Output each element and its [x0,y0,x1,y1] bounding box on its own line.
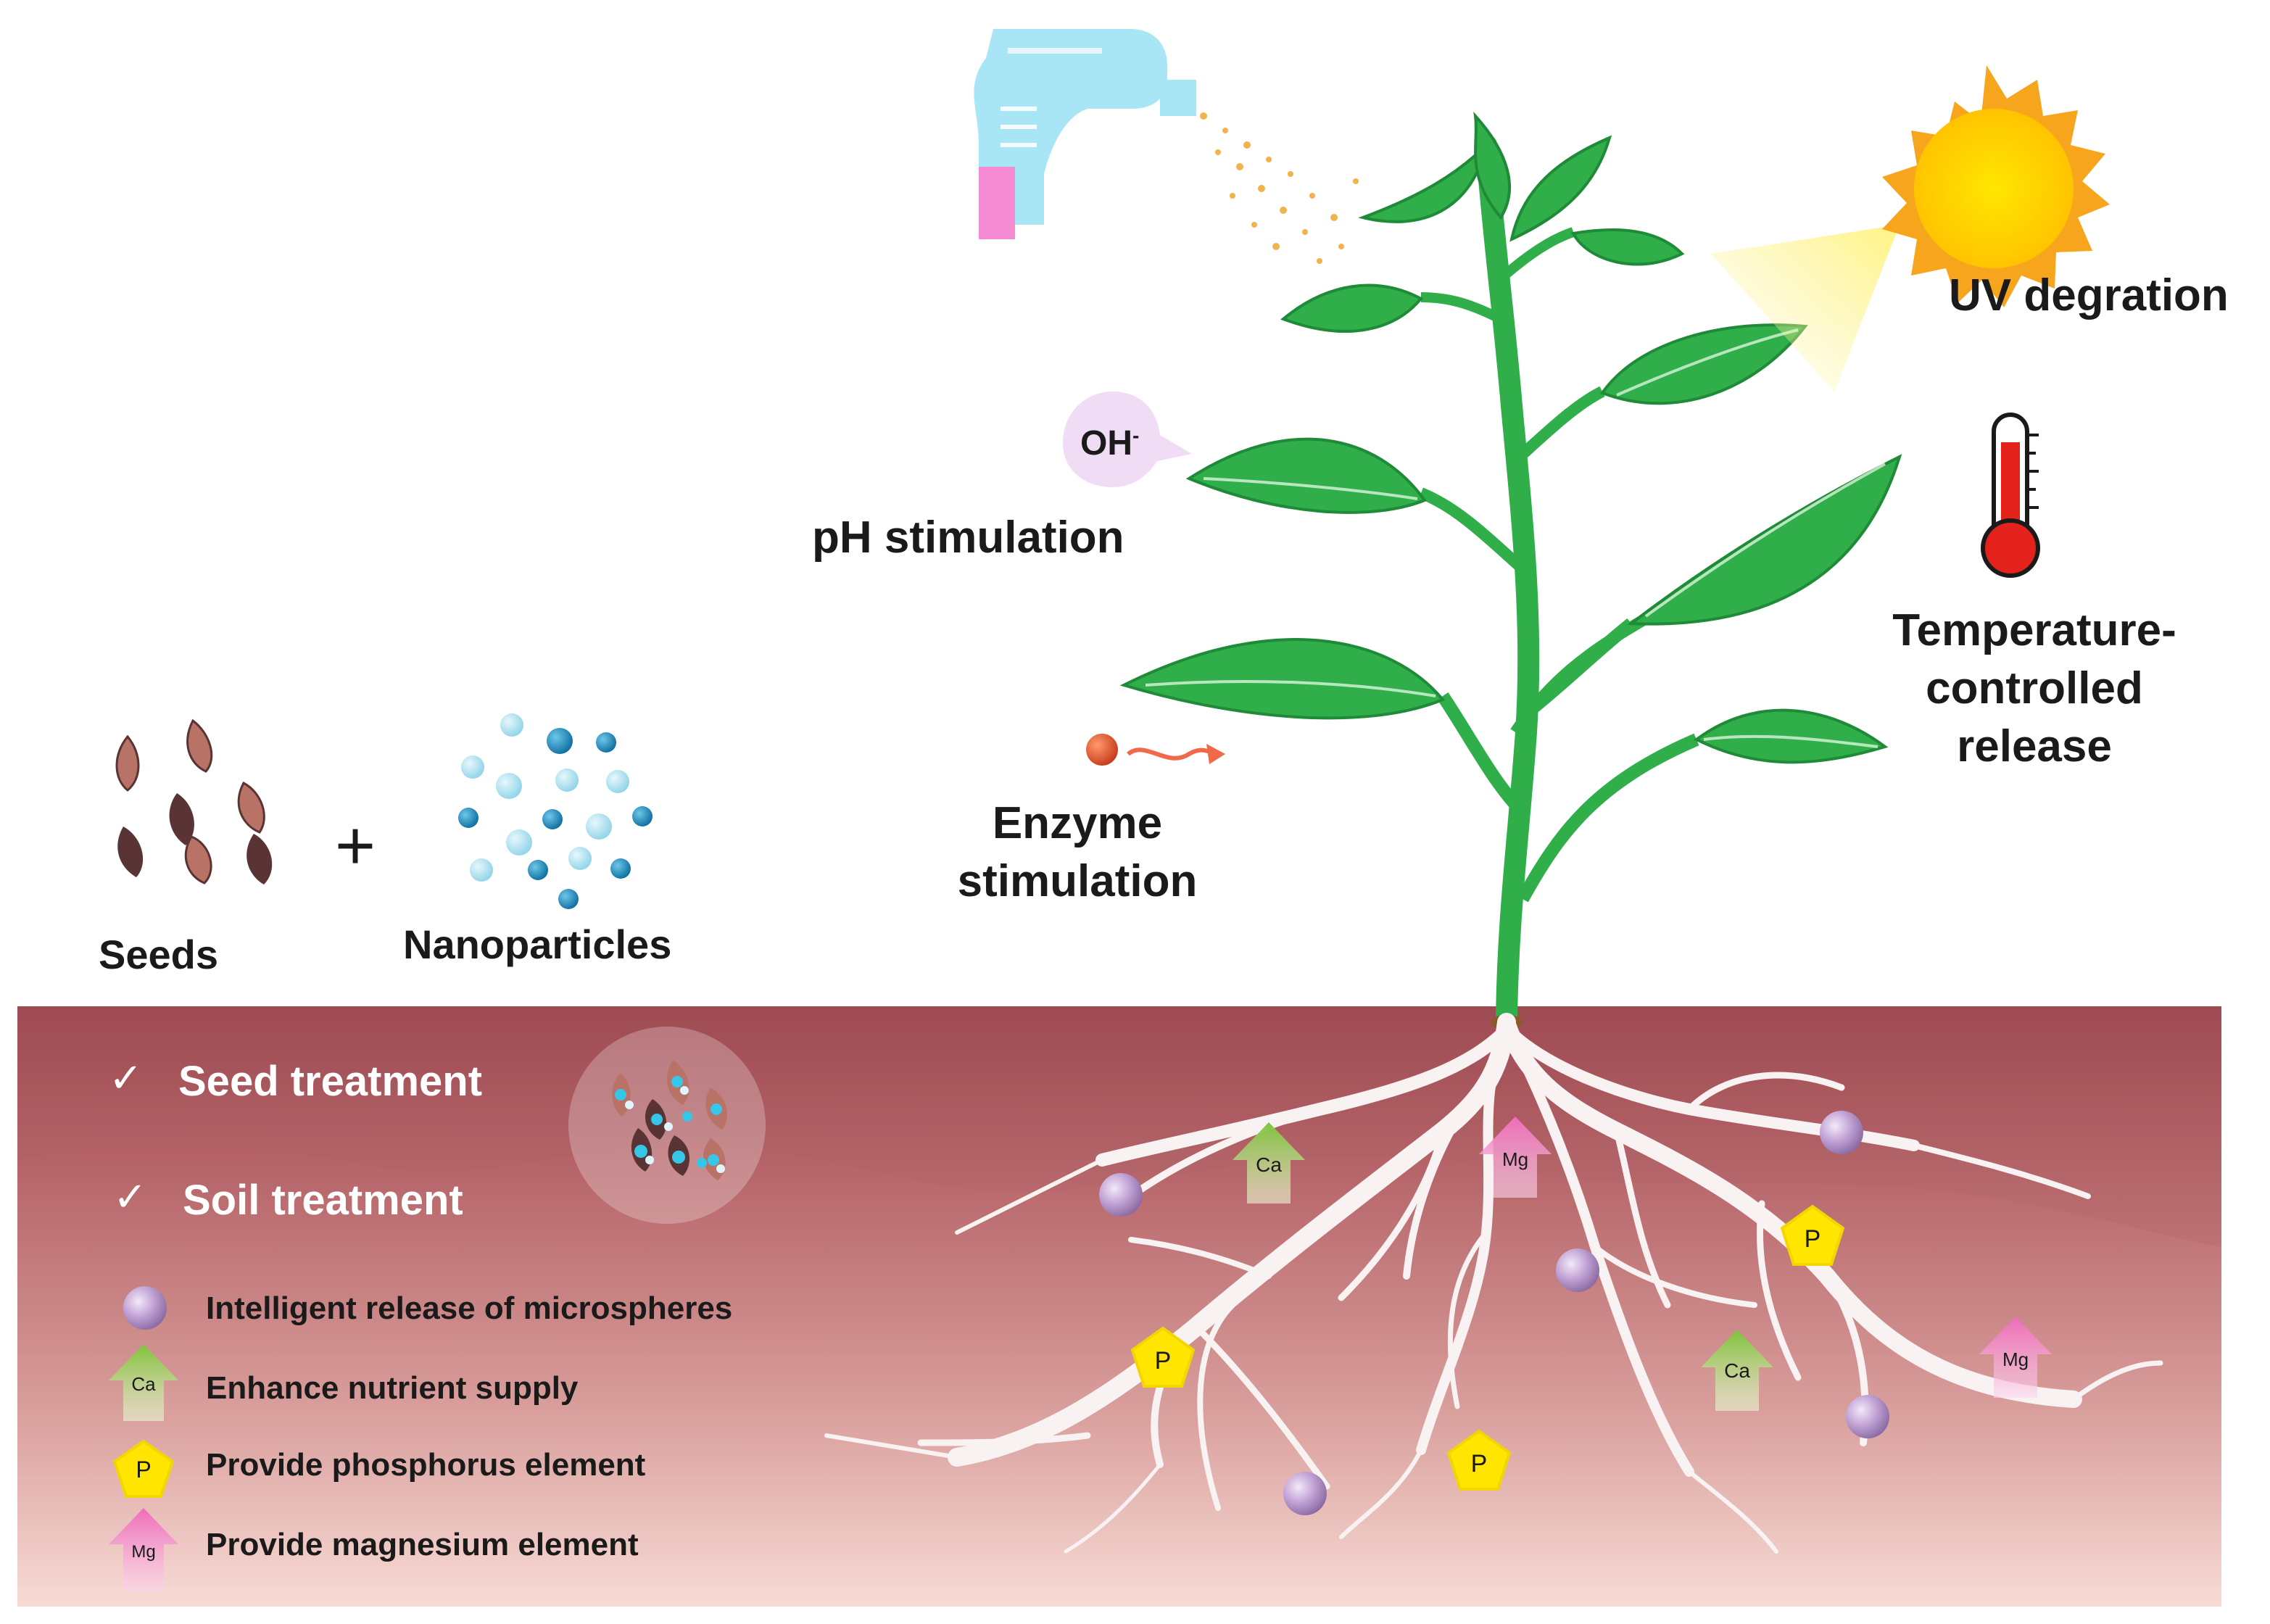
plant-branch [1501,227,1575,280]
legend-phosphorus-text: Provide phosphorus element [206,1447,646,1483]
leaf [1119,638,1446,720]
magnesium-arrow-icon: Mg [1979,1317,2052,1398]
hydroxide-bubble [1063,392,1192,487]
leaf [1185,437,1428,514]
spray-trigger [979,167,1015,239]
nanoparticles-label: Nanoparticles [403,921,672,967]
sun-beam [1711,225,1900,392]
phosphorus-pentagon-icon: P [1780,1204,1845,1266]
temperature-line-2: controlled [1926,663,2143,713]
phosphorus-symbol: P [1155,1347,1172,1375]
calcium-arrow-icon: Ca [109,1344,178,1421]
spray-droplets [1200,112,1359,264]
enzyme-line-2: stimulation [957,856,1198,906]
microsphere-icon [1846,1395,1889,1438]
magnesium-arrow-icon: Mg [1479,1116,1552,1198]
leaf [1280,283,1424,333]
magnesium-symbol: Mg [2002,1348,2029,1370]
spray-bottle-icon [974,29,1196,239]
enzyme-line-1: Enzyme [992,798,1163,848]
plus-sign: + [335,807,376,884]
phosphorus-symbol: P [1805,1225,1821,1253]
calcium-symbol: Ca [1256,1153,1282,1176]
soil-treatment-check-icon: ✓ [113,1174,147,1219]
magnesium-symbol: Mg [1502,1148,1528,1170]
microsphere-icon [1820,1111,1863,1154]
leaf [1473,111,1512,220]
calcium-arrow-icon: Ca [1233,1122,1305,1204]
coated-seeds-bubble [568,1027,766,1224]
leaf [1358,140,1489,223]
roots [824,1013,2163,1554]
calcium-symbol: Ca [131,1373,156,1395]
enzyme-stimulation-label: Enzyme stimulation [896,795,1259,911]
leaf [1627,454,1902,626]
leaf [1570,228,1685,266]
plant-branch [1437,692,1528,817]
ph-stimulation-label: pH stimulation [812,513,1124,563]
phosphorus-pentagon-icon: P [1446,1429,1512,1491]
enzyme-icon [1086,734,1225,766]
legend-microspheres-text: Intelligent release of microspheres [206,1290,733,1326]
microsphere-icon [123,1286,167,1330]
plant-branch [1418,487,1523,570]
plant [1119,111,1902,1030]
seeds-icon [115,718,273,884]
thermometer-icon [1981,413,2040,578]
plant-branch [1507,386,1605,468]
calcium-arrow-icon: Ca [1701,1330,1773,1411]
plant-stem [1475,134,1540,1030]
hydroxide-charge: - [1132,424,1140,447]
temperature-release-label: Temperature- controlled release [1846,602,2223,776]
magnesium-arrow-icon: Mg [109,1508,178,1592]
phosphorus-symbol: P [1471,1450,1488,1478]
legend-nutrient-text: Enhance nutrient supply [206,1370,579,1406]
microsphere-icon [1283,1472,1327,1515]
temperature-line-3: release [1957,721,2112,771]
plant-branch [1517,733,1699,903]
seed-treatment-label: Seed treatment [178,1058,483,1105]
phosphorus-pentagon-icon: P [1130,1326,1196,1388]
hydroxide-label: OH- [1080,423,1139,463]
hydroxide-text: OH [1080,424,1132,463]
calcium-symbol: Ca [1724,1359,1750,1382]
sun-icon [1882,65,2110,307]
phosphorus-pentagon-icon: P [112,1439,175,1498]
magnesium-symbol: Mg [131,1542,155,1562]
nanoparticles-icon [458,713,653,909]
microsphere-icon [1099,1173,1143,1217]
leaf [1509,135,1612,242]
seeds-label: Seeds [99,932,218,977]
plant-branch [1420,292,1504,324]
microsphere-icon [1556,1248,1599,1292]
phosphorus-symbol: P [136,1457,151,1483]
uv-degradation-label: UV degration [1949,270,2229,320]
legend-magnesium-text: Provide magnesium element [206,1527,639,1562]
seed-treatment-check-icon: ✓ [109,1055,143,1101]
temperature-line-1: Temperature- [1892,605,2176,655]
spray-nozzle [1160,80,1196,116]
soil-treatment-label: Soil treatment [183,1177,463,1224]
